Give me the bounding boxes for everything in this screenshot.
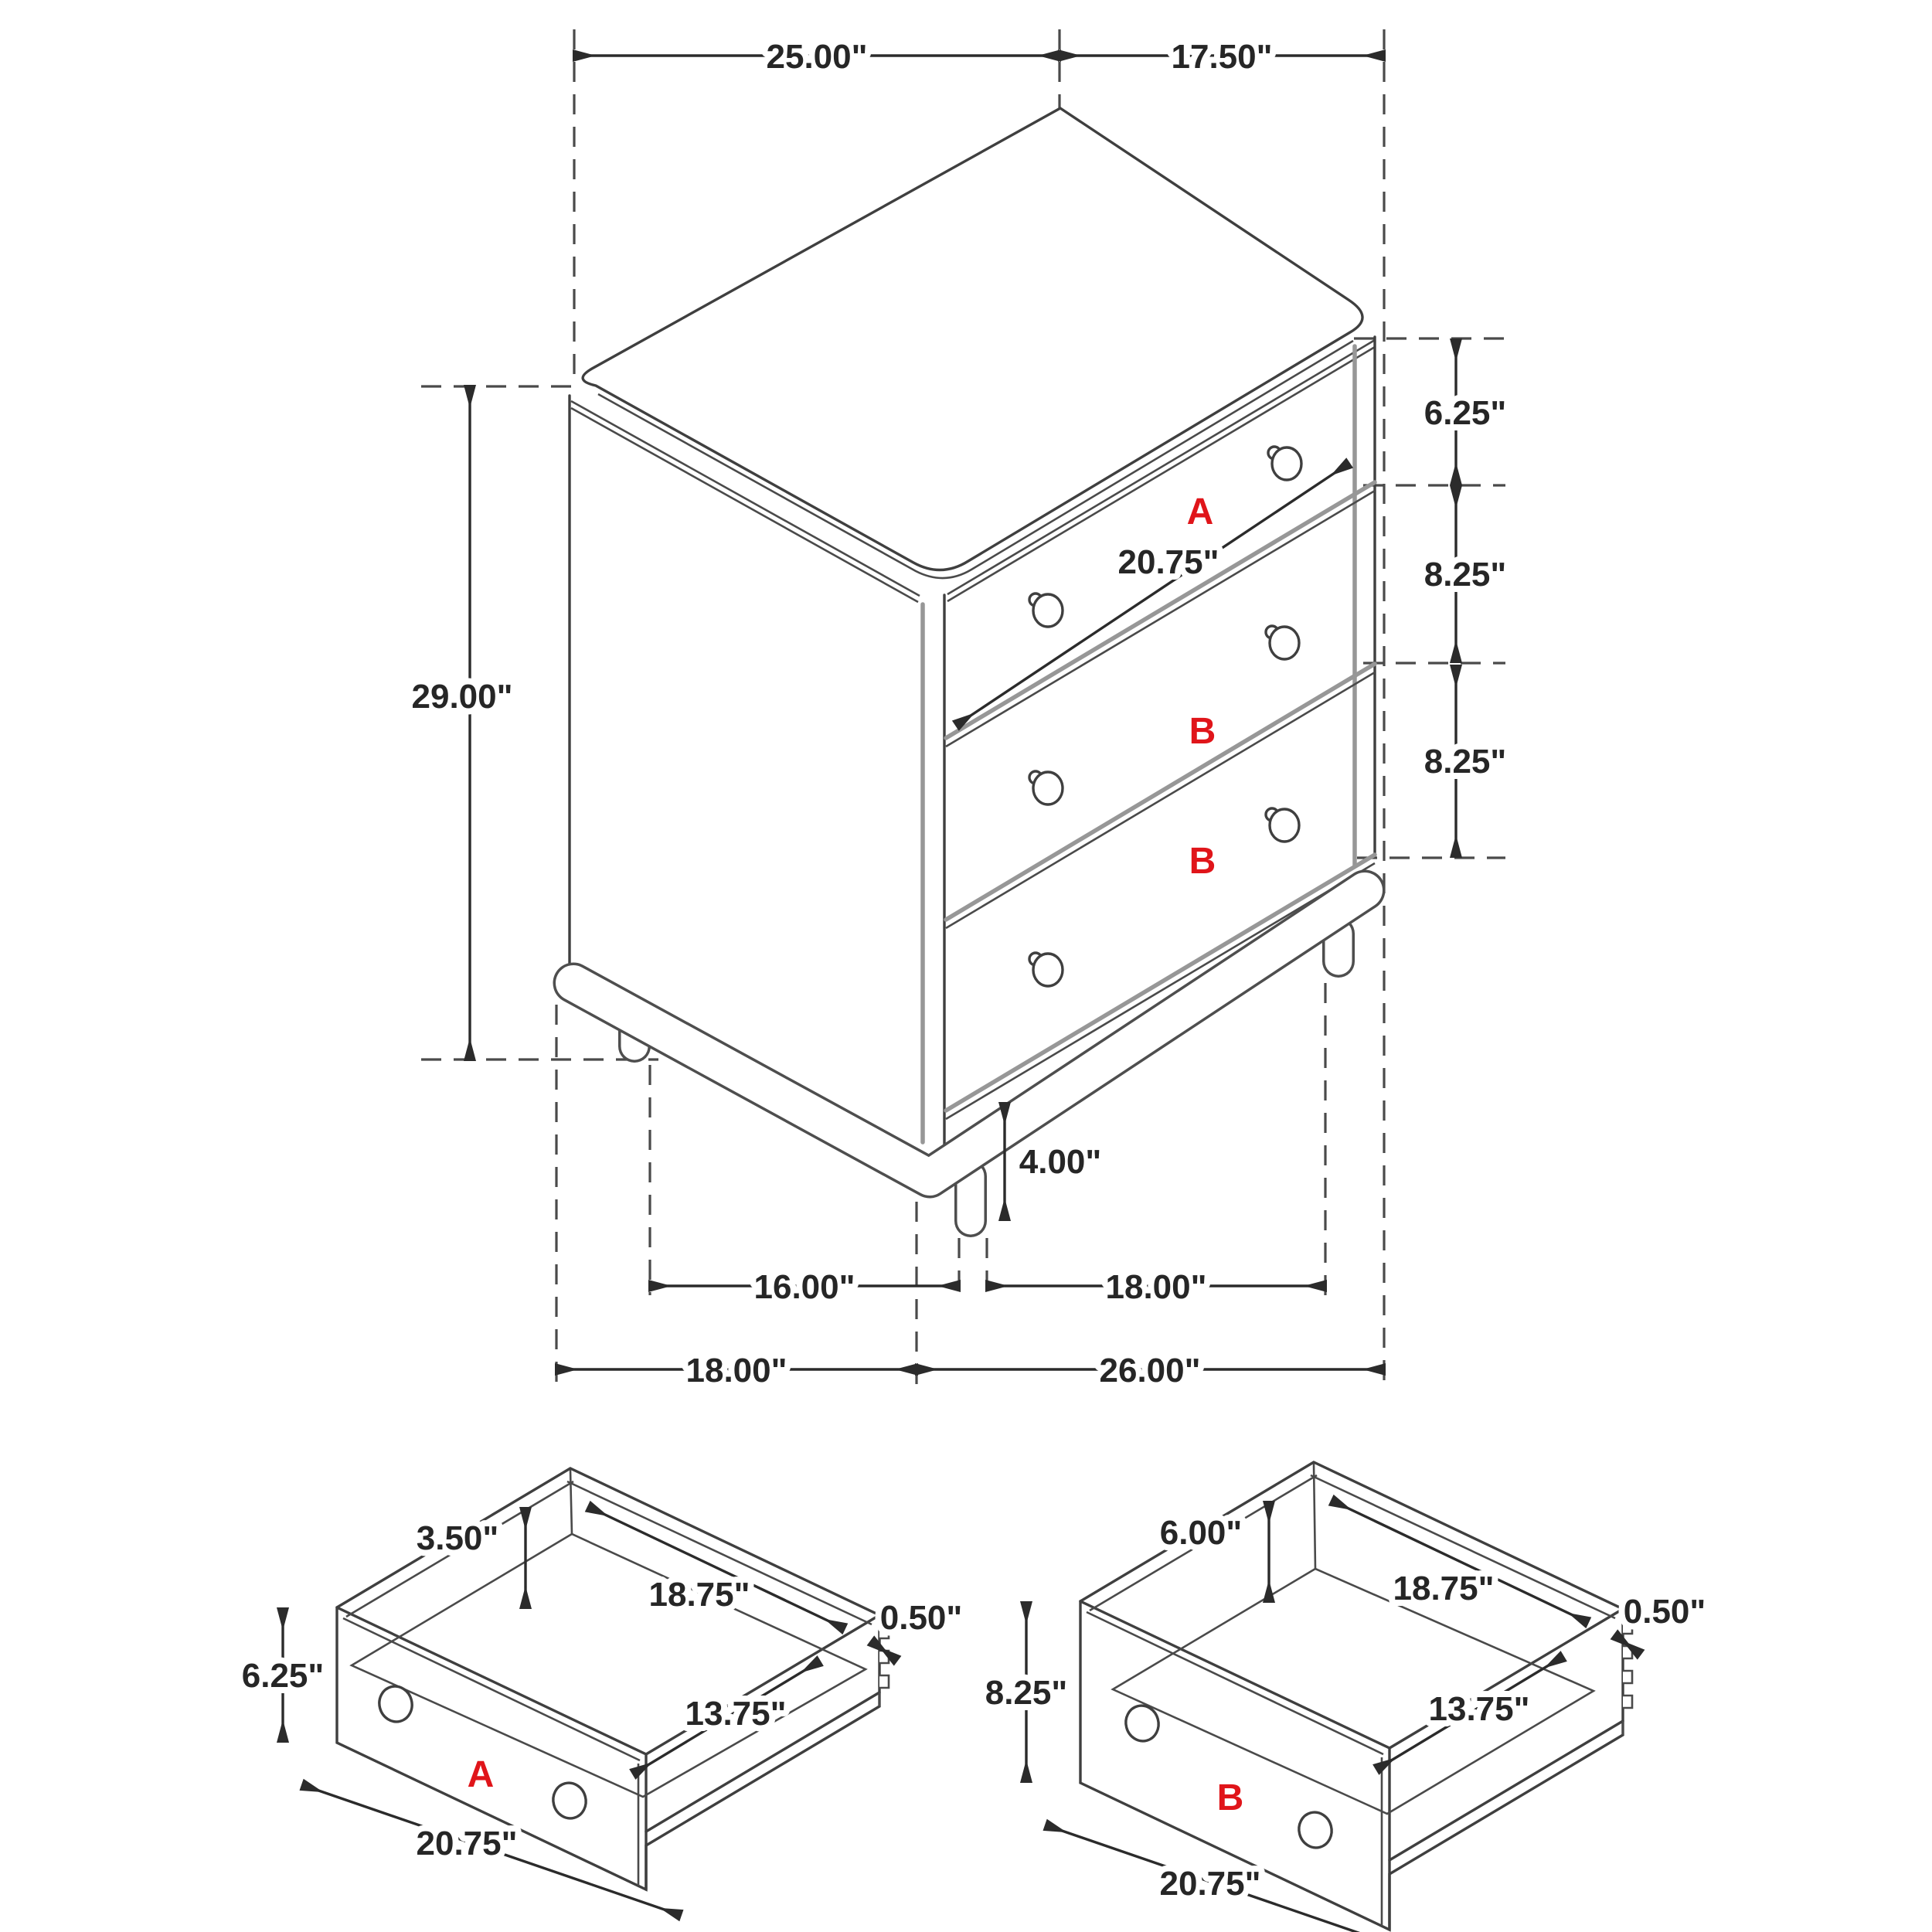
svg-text:6.25": 6.25" [1424,394,1507,432]
svg-text:20.75": 20.75" [1118,543,1219,581]
dim-b-front-height: 8.25" [979,1601,1073,1783]
svg-text:18.00": 18.00" [686,1352,787,1389]
cabinet-top-surface [581,107,1364,572]
svg-text:13.75": 13.75" [685,1695,787,1733]
dim-drawer-a-height: 6.25" [1418,338,1512,485]
label-drawer-b-detail: B [1217,1777,1244,1818]
base-rail [553,869,1386,1199]
dim-b-thickness: 0.50" [1610,1587,1712,1660]
dim-a-front-height: 6.25" [236,1607,330,1743]
dim-base-depth: 18.00" [555,1345,918,1396]
cabinet-isometric-view: A B B [553,107,1386,1237]
svg-text:8.25": 8.25" [1424,556,1507,594]
dim-b-wall-height: 6.00" [1154,1501,1275,1603]
svg-text:16.00": 16.00" [754,1268,855,1306]
front-left-corner-post [920,594,946,1162]
front-right-corner-post [1352,335,1376,868]
label-drawer-a: A [1187,492,1214,532]
drawer-b-knob-left [1124,1704,1160,1743]
knob-b2-right [1264,807,1301,843]
svg-text:3.50": 3.50" [417,1519,499,1557]
svg-text:8.25": 8.25" [985,1674,1068,1712]
svg-text:25.00": 25.00" [767,38,868,76]
dim-a-front-width: 20.75" [299,1778,684,1922]
svg-text:26.00": 26.00" [1100,1352,1201,1389]
svg-text:20.75": 20.75" [1160,1865,1261,1903]
svg-text:29.00": 29.00" [412,678,513,716]
dim-drawer-b1-height: 8.25" [1418,485,1512,663]
dim-b-inner-length: 18.75" [1328,1494,1592,1629]
knob-a-left [1028,592,1064,628]
dim-top-width: 25.00" [573,32,1061,82]
drawer-b-detail: B 6.00" 18.75" 0.50" 8.25" 13.75" 20.75" [979,1461,1712,1932]
knob-b2-left [1028,951,1064,988]
dim-a-thickness: 0.50" [866,1593,968,1666]
svg-text:18.00": 18.00" [1106,1268,1207,1306]
svg-text:18.75": 18.75" [1393,1570,1495,1607]
dim-a-wall-height: 3.50" [410,1507,532,1609]
dim-front-leg-span: 16.00" [648,1262,961,1312]
label-drawer-a-detail: A [468,1754,495,1795]
label-drawer-b2: B [1189,841,1216,882]
label-drawer-b1: B [1189,711,1216,752]
svg-text:6.00": 6.00" [1160,1514,1243,1552]
dim-a-inner-depth: 13.75" [629,1655,824,1780]
drawer-b-dovetails [1623,1620,1634,1709]
knob-b1-left [1028,770,1064,806]
dim-side-leg-span: 18.00" [985,1262,1327,1312]
svg-text:8.25": 8.25" [1424,743,1507,781]
svg-text:6.25": 6.25" [242,1657,325,1695]
dim-a-inner-length: 18.75" [584,1500,849,1635]
dim-top-depth: 17.50" [1058,32,1386,82]
drawer-a-knob-left [378,1685,413,1723]
dim-b-front-width: 20.75" [1043,1818,1427,1932]
svg-text:4.00": 4.00" [1019,1143,1102,1181]
svg-text:20.75": 20.75" [417,1825,518,1862]
svg-text:17.50": 17.50" [1172,38,1273,76]
dim-leg-height: 4.00" [998,1102,1107,1221]
dim-drawer-width: 20.75" [951,457,1354,731]
svg-text:13.75": 13.75" [1429,1690,1530,1728]
knob-a-right [1267,445,1303,481]
dim-drawer-b2-height: 8.25" [1418,665,1512,858]
svg-text:18.75": 18.75" [649,1576,750,1614]
main-dimensions: 25.00" 17.50" 29.00" 6.25" 8.25" 8.25" 2… [406,32,1513,1396]
dim-overall-height: 29.00" [406,385,519,1061]
drawer-a-detail: A 3.50" 18.75" 0.50" 6.25" 13.75" 20.75" [236,1467,968,1922]
svg-text:0.50": 0.50" [1624,1593,1706,1631]
knob-b1-right [1264,624,1301,661]
dim-b-inner-depth: 13.75" [1372,1651,1567,1775]
dim-base-width: 26.00" [915,1345,1386,1396]
svg-text:0.50": 0.50" [880,1599,963,1637]
